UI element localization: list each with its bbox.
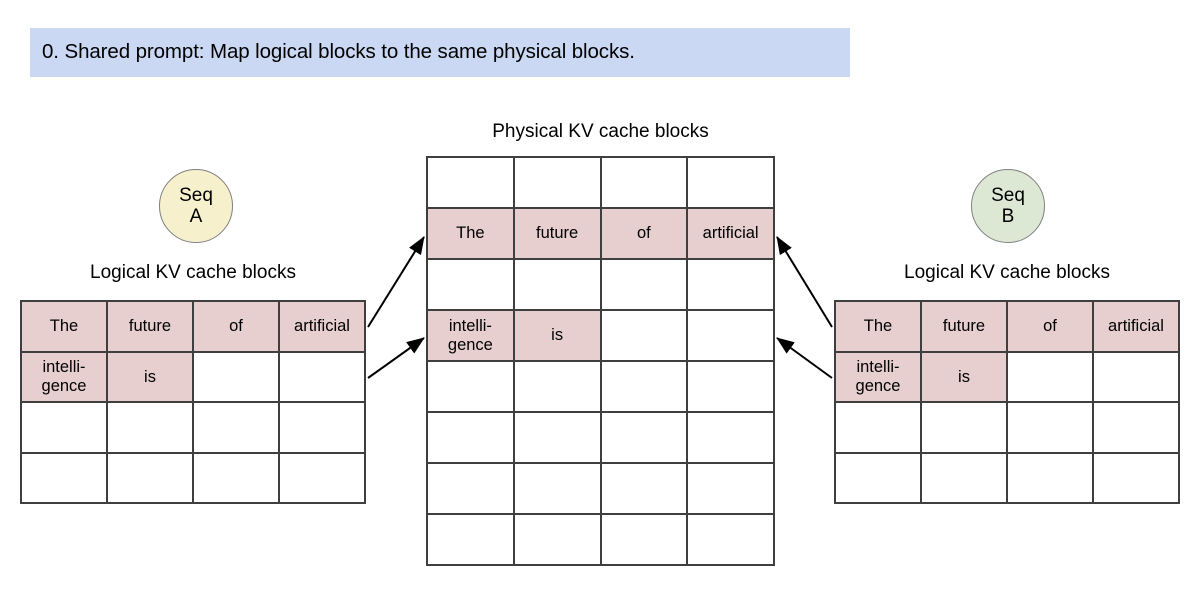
block-cell — [428, 362, 515, 413]
seq-b-logical-blocks-caption: Logical KV cache blocks — [904, 262, 1110, 283]
block-cell — [22, 403, 108, 454]
block-cell — [428, 260, 515, 311]
block-cell — [514, 158, 602, 209]
block-cell: intelli-gence — [22, 352, 108, 403]
step-banner-text: 0. Shared prompt: Map logical blocks to … — [42, 40, 635, 64]
block-cell — [280, 403, 366, 454]
block-cell — [428, 515, 515, 566]
step-banner: 0. Shared prompt: Map logical blocks to … — [30, 28, 850, 77]
seq-a-logical-blocks-caption: Logical KV cache blocks — [90, 262, 296, 283]
block-cell — [922, 453, 1008, 504]
block-cell — [601, 515, 689, 566]
block-cell — [514, 515, 602, 566]
block-cell — [514, 413, 602, 464]
seq-b-badge-line1: Seq — [991, 184, 1025, 206]
block-cell: The — [836, 302, 922, 353]
block-cell — [601, 464, 689, 515]
block-cell — [688, 158, 775, 209]
block-cell — [108, 453, 194, 504]
block-cell — [108, 403, 194, 454]
block-cell: The — [22, 302, 108, 353]
arrow-seq-a-row2-to-physical-row4 — [367, 337, 425, 379]
block-cell: artificial — [1094, 302, 1180, 353]
block-cell — [428, 158, 515, 209]
block-cell — [428, 464, 515, 515]
block-cell — [688, 413, 775, 464]
block-cell: future — [922, 302, 1008, 353]
block-cell — [1094, 352, 1180, 403]
block-cell: The — [428, 209, 515, 260]
block-cell — [514, 260, 602, 311]
block-cell: future — [108, 302, 194, 353]
seq-a-badge: Seq A — [159, 169, 233, 243]
arrow-seq-b-row2-to-physical-row4 — [776, 337, 833, 379]
block-cell: intelli-gence — [428, 311, 515, 362]
block-cell — [22, 453, 108, 504]
block-cell: of — [194, 302, 280, 353]
block-cell — [688, 464, 775, 515]
block-cell — [1008, 403, 1094, 454]
block-cell: of — [601, 209, 689, 260]
block-cell — [194, 403, 280, 454]
block-cell — [514, 362, 602, 413]
block-cell — [1008, 453, 1094, 504]
block-cell: artificial — [280, 302, 366, 353]
arrow-seq-b-row1-to-physical-row2 — [776, 236, 833, 328]
block-cell — [428, 413, 515, 464]
block-cell — [280, 453, 366, 504]
block-cell — [836, 453, 922, 504]
block-cell — [194, 352, 280, 403]
block-cell — [1094, 453, 1180, 504]
seq-b-badge: Seq B — [971, 169, 1045, 243]
block-cell: is — [108, 352, 194, 403]
block-cell — [194, 453, 280, 504]
block-cell — [601, 311, 689, 362]
seq-a-badge-line2: A — [189, 206, 203, 227]
block-cell — [1008, 352, 1094, 403]
block-cell: of — [1008, 302, 1094, 353]
block-cell — [601, 413, 689, 464]
block-cell: is — [922, 352, 1008, 403]
block-cell: intelli-gence — [836, 352, 922, 403]
block-cell — [688, 515, 775, 566]
block-cell — [688, 260, 775, 311]
block-cell — [922, 403, 1008, 454]
block-cell — [601, 362, 689, 413]
block-cell — [688, 362, 775, 413]
block-cell — [514, 464, 602, 515]
physical-blocks-caption: Physical KV cache blocks — [492, 121, 709, 142]
block-cell: artificial — [688, 209, 775, 260]
arrow-seq-a-row1-to-physical-row2 — [367, 236, 425, 328]
block-cell — [601, 158, 689, 209]
block-cell: future — [514, 209, 602, 260]
block-cell — [836, 403, 922, 454]
seq-b-badge-line2: B — [1001, 206, 1015, 227]
block-cell — [688, 311, 775, 362]
block-cell — [1094, 403, 1180, 454]
block-cell: is — [514, 311, 602, 362]
block-cell — [280, 352, 366, 403]
seq-a-badge-line1: Seq — [179, 184, 213, 206]
block-cell — [601, 260, 689, 311]
